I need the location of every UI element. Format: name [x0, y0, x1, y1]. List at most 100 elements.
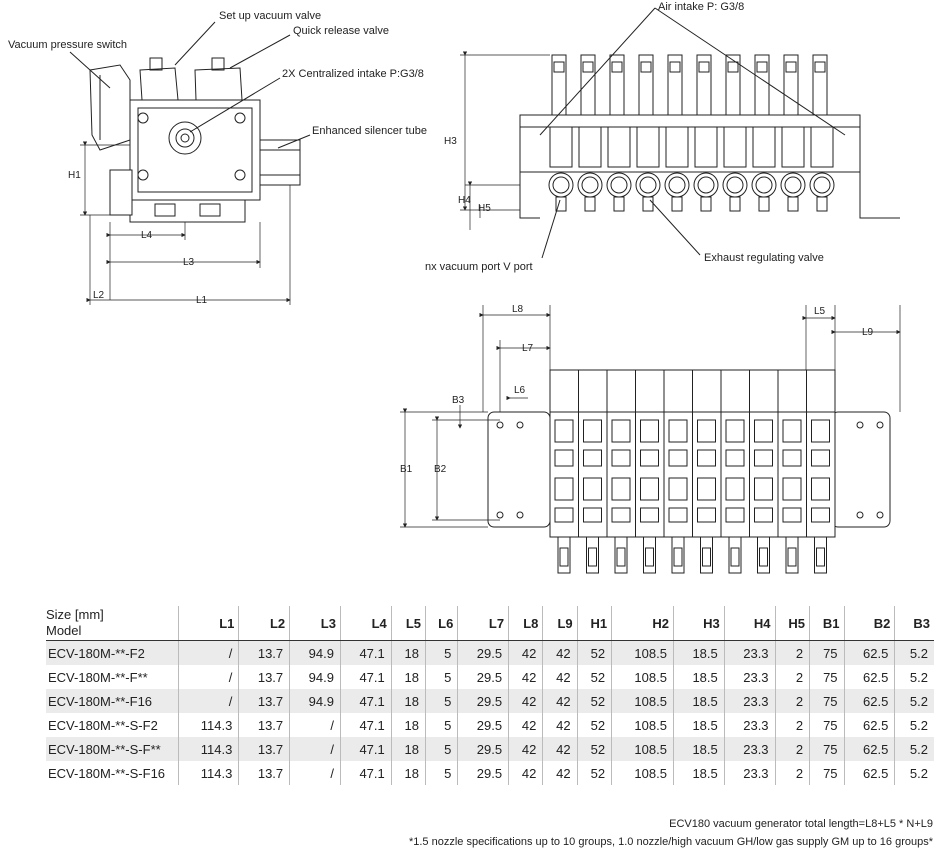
value-cell: 47.1: [339, 713, 392, 737]
value-cell: 5: [425, 640, 458, 665]
value-cell: 2: [774, 713, 810, 737]
col-header: H1: [576, 606, 612, 641]
col-header: H5: [774, 606, 810, 641]
value-cell: 42: [542, 713, 578, 737]
value-cell: 18.5: [672, 713, 725, 737]
value-cell: 18: [390, 689, 426, 713]
valve-module-front: [693, 54, 719, 212]
value-cell: 62.5: [843, 689, 895, 713]
value-cell: 42: [508, 689, 543, 713]
value-cell: 29.5: [457, 761, 509, 785]
dim-l9: L9: [862, 327, 874, 338]
dim-l7: L7: [522, 343, 534, 354]
col-header: B2: [843, 606, 895, 641]
dim-l6: L6: [514, 385, 526, 396]
spec-note: *1.5 nozzle specifications up to 10 grou…: [408, 836, 933, 848]
dim-h1: H1: [68, 170, 81, 181]
value-cell: 42: [508, 640, 543, 665]
col-header: L4: [339, 606, 392, 641]
col-header: L6: [425, 606, 458, 641]
value-cell: 18: [390, 761, 426, 785]
value-cell: 23.3: [723, 713, 776, 737]
size-label: Size [mm]: [46, 607, 104, 622]
value-cell: 18: [390, 640, 426, 665]
model-cell: ECV-180M-**-F**: [48, 669, 148, 685]
value-cell: 94.9: [289, 640, 341, 665]
value-cell: 5: [425, 665, 458, 689]
value-cell: 29.5: [457, 665, 509, 689]
model-cell: ECV-180M-**-S-F**: [46, 737, 179, 761]
value-cell: 42: [542, 737, 578, 761]
spec-table-section: Size [mm] Model L1 L2 L3 L4 L5 L6 L7 L8 …: [46, 606, 934, 785]
valve-module-front: [577, 54, 603, 212]
valve-module-top: [578, 370, 602, 574]
value-cell: 13.7: [238, 640, 290, 665]
value-cell: 5.2: [894, 713, 934, 737]
value-cell: 47.1: [339, 737, 392, 761]
value-cell: 42: [542, 761, 578, 785]
value-cell: 18.5: [672, 761, 725, 785]
value-cell: 114.3: [177, 761, 239, 785]
model-cell: ECV-180M-**-F16: [46, 689, 179, 713]
value-cell: 42: [542, 665, 578, 689]
valve-module-top: [692, 370, 716, 574]
valve-module-front: [722, 54, 748, 212]
value-cell: 47.1: [339, 640, 392, 665]
value-cell: 13.7: [238, 713, 290, 737]
value-cell: 29.5: [457, 713, 509, 737]
value-cell: 42: [542, 689, 578, 713]
value-cell: 2: [774, 737, 810, 761]
value-cell: 52: [576, 640, 612, 665]
value-cell: 29.5: [457, 737, 509, 761]
value-cell: 23.3: [723, 665, 776, 689]
side-view: [69, 21, 311, 305]
total-length-note: ECV180 vacuum generator total length=L8+…: [669, 818, 933, 830]
valve-module-top: [663, 370, 688, 574]
col-header: L1: [177, 606, 239, 641]
value-cell: 75: [809, 761, 845, 785]
dim-b3: B3: [452, 395, 465, 406]
value-cell: 108.5: [611, 640, 674, 665]
value-cell: 108.5: [611, 713, 674, 737]
valve-module-front: [664, 54, 690, 212]
value-cell: 108.5: [611, 761, 674, 785]
value-cell: 47.1: [339, 761, 392, 785]
value-cell: /: [177, 640, 239, 665]
value-cell: 5.2: [894, 689, 934, 713]
value-cell: 18: [390, 737, 426, 761]
value-cell: 29.5: [457, 689, 509, 713]
value-cell: 94.9: [289, 665, 341, 689]
value-cell: 5: [425, 713, 458, 737]
col-header: L7: [457, 606, 509, 641]
value-cell: 18: [390, 713, 426, 737]
value-cell: 42: [508, 713, 543, 737]
value-cell: 52: [576, 737, 612, 761]
value-cell: 75: [809, 640, 845, 665]
value-cell: 42: [508, 761, 543, 785]
value-cell: 108.5: [611, 665, 674, 689]
value-cell: 18.5: [672, 737, 725, 761]
value-cell: 2: [774, 665, 810, 689]
value-cell: 47.1: [339, 665, 392, 689]
vacuum-pressure-switch-label: Vacuum pressure switch: [8, 39, 127, 51]
value-cell: 2: [774, 689, 810, 713]
value-cell: 13.7: [238, 689, 290, 713]
value-cell: 75: [809, 665, 845, 689]
valve-module-top: [549, 370, 574, 574]
value-cell: 2: [774, 640, 810, 665]
value-cell: 5.2: [894, 640, 934, 665]
value-cell: /: [177, 665, 239, 689]
value-cell: 23.3: [723, 689, 776, 713]
value-cell: 5: [425, 761, 458, 785]
valve-module-front: [809, 54, 835, 212]
value-cell: 75: [809, 689, 845, 713]
dim-h4: H4: [458, 195, 471, 206]
centralized-intake-label: 2X Centralized intake P:G3/8: [282, 68, 424, 80]
value-cell: 108.5: [611, 737, 674, 761]
valve-module-front: [635, 54, 661, 212]
col-header: H2: [611, 606, 674, 641]
dim-b2: B2: [434, 464, 447, 475]
